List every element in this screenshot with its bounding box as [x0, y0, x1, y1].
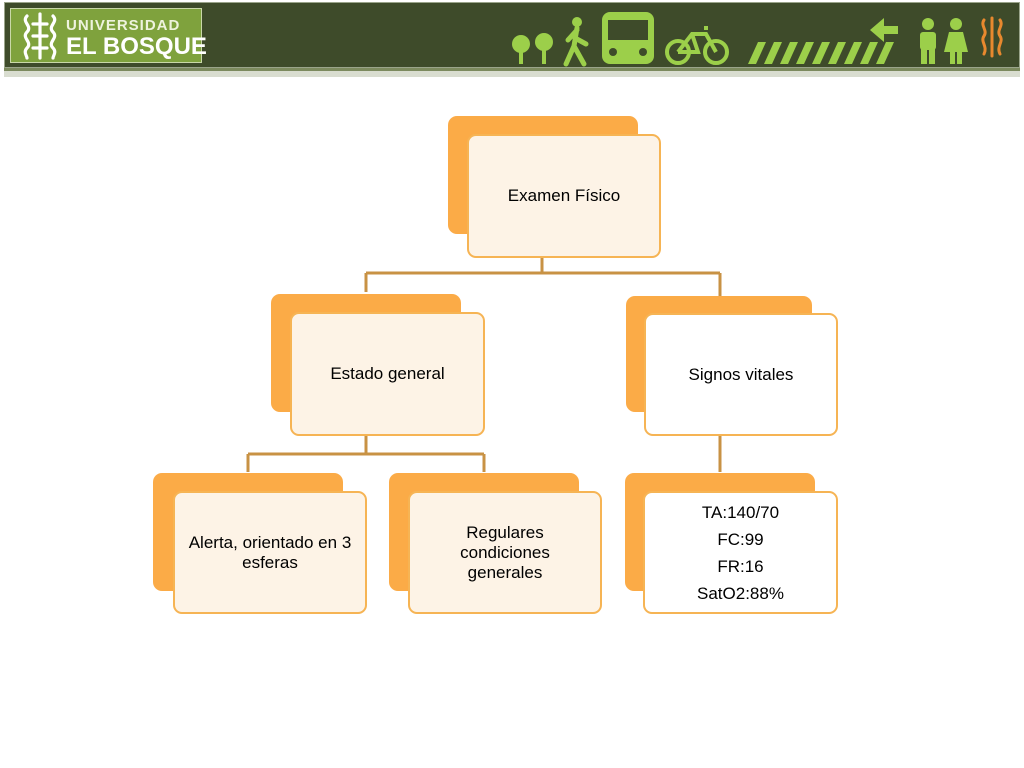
header-shadow — [4, 71, 1020, 77]
bus-icon — [602, 12, 654, 64]
stripe-pattern — [748, 42, 894, 64]
logo-university-text: UNIVERSIDAD — [66, 17, 181, 34]
university-emblem-icon — [23, 12, 57, 60]
arrow-left-icon — [870, 18, 898, 42]
vital-fc: FC:99 — [717, 530, 764, 549]
connector-root-to-children — [364, 256, 722, 296]
vital-sato2: SatO2:88% — [697, 584, 784, 603]
node-card — [467, 134, 661, 258]
man-icon — [920, 18, 936, 64]
node-label: Examen Físico — [507, 186, 621, 205]
header-divider — [4, 68, 1020, 71]
vital-fr: FR:16 — [717, 557, 764, 576]
pedestrian-icon — [563, 17, 589, 67]
node-label: Signos vitales — [688, 364, 794, 384]
tree-icon — [512, 35, 530, 64]
sustainable-mobility-pictograms — [512, 12, 1003, 67]
node-card — [173, 491, 367, 614]
vital-ta: TA:140/70 — [701, 503, 780, 522]
node-card — [290, 312, 485, 436]
logo-name-text: EL BOSQUE — [66, 33, 207, 60]
node-label: Estado general — [330, 364, 445, 383]
bicycle-icon — [665, 26, 729, 65]
header-banner: UNIVERSIDAD EL BOSQUE — [0, 0, 1024, 80]
university-logo[interactable]: UNIVERSIDAD EL BOSQUE — [10, 8, 207, 63]
emblem-icon — [981, 16, 1003, 58]
vital-signs-list: TA:140/70 FC:99 FR:16 SatO2:88% — [697, 499, 784, 607]
node-label: Regulares condiciones generales — [460, 522, 550, 582]
node-label: TA:140/70 FC:99 FR:16 SatO2:88% — [643, 496, 838, 610]
node-card — [408, 491, 602, 614]
node-card — [643, 491, 838, 614]
node-card — [644, 313, 838, 436]
tree-icon — [535, 33, 553, 64]
connector-estado-to-children — [246, 436, 486, 472]
woman-icon — [944, 18, 968, 64]
node-label: Alerta, orientado en 3 esferas — [188, 532, 352, 572]
